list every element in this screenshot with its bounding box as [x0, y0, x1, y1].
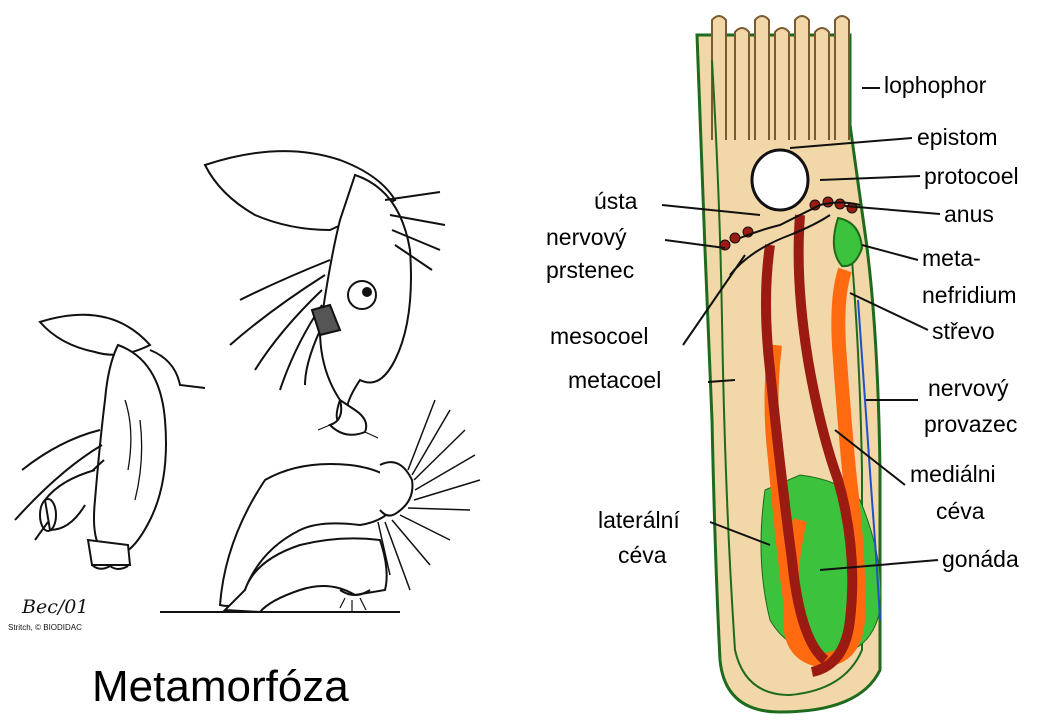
- protocoel: [752, 150, 808, 210]
- label-medialni: mediálni: [910, 461, 996, 488]
- label-gonada: gonáda: [942, 546, 1019, 573]
- nerve-ring-dot: [730, 233, 740, 243]
- figure-caption: Metamorfóza: [92, 662, 349, 712]
- tentacle: [775, 28, 789, 140]
- label-mesocoel: mesocoel: [550, 323, 648, 350]
- signature: Bec/01: [22, 596, 88, 618]
- tentacle: [815, 28, 829, 140]
- label-lateralni: laterální: [598, 507, 680, 534]
- label-nefridium: nefridium: [922, 282, 1017, 309]
- larva-sketch-2: [205, 151, 445, 438]
- tentacle: [795, 16, 809, 140]
- larva-sketch-1: [15, 315, 205, 569]
- tentacle: [835, 16, 849, 140]
- label-nervovy-prstenec: nervový: [546, 224, 627, 251]
- label-ceva-medial: céva: [936, 498, 985, 525]
- label-lophophor: lophophor: [884, 72, 986, 99]
- label-provazec: provazec: [924, 411, 1017, 438]
- label-usta: ústa: [594, 188, 637, 215]
- label-ceva-lateral: céva: [618, 542, 667, 569]
- larva-sketch-3: [160, 400, 480, 612]
- tentacle: [735, 28, 749, 140]
- label-prstenec: prstenec: [546, 257, 634, 284]
- metamorphosis-sketches: [15, 151, 480, 612]
- label-meta: meta-: [922, 245, 981, 272]
- source-credit: Stritch, © BIODIDAC: [8, 623, 82, 632]
- label-strevo: střevo: [932, 318, 995, 345]
- label-epistom: epistom: [917, 124, 998, 151]
- label-anus: anus: [944, 201, 994, 228]
- tentacle: [712, 16, 726, 140]
- phoronid-anatomy: [697, 16, 881, 712]
- label-nervovy-provazec-1: nervový: [928, 375, 1009, 402]
- leader-meta: [862, 245, 918, 260]
- label-metacoel: metacoel: [568, 367, 661, 394]
- nerve-ring-dot: [835, 199, 845, 209]
- tentacle: [755, 16, 769, 140]
- label-protocoel: protocoel: [924, 163, 1019, 190]
